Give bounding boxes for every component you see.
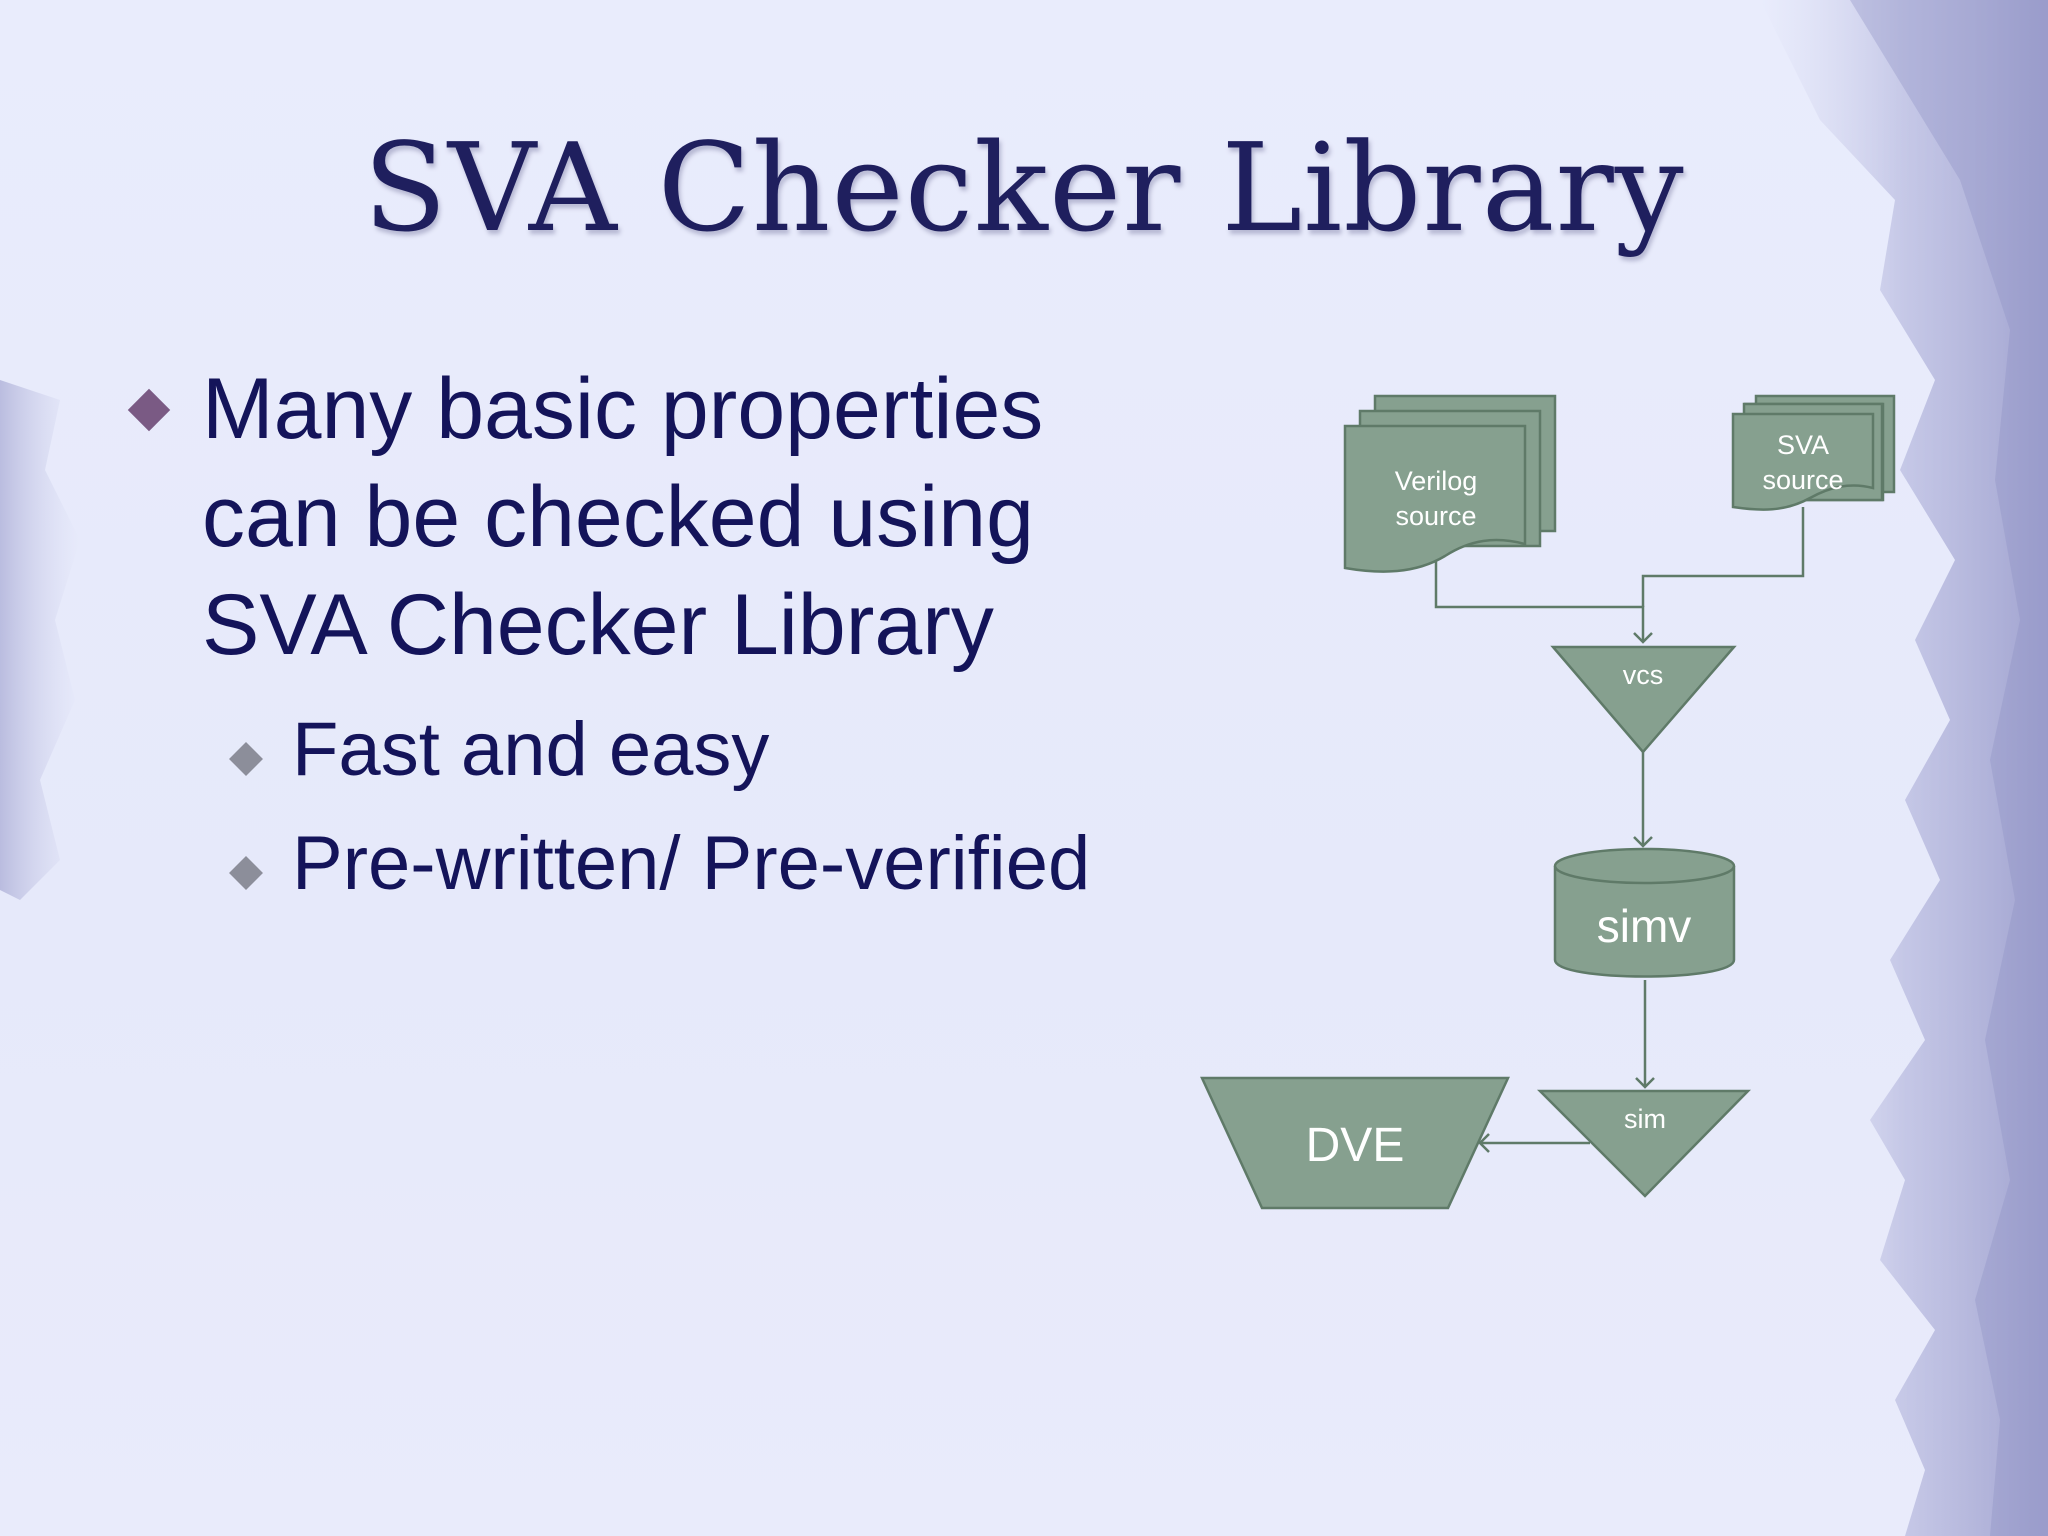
sim-node (1536, 1089, 1751, 1198)
sva-source-label: source (1762, 465, 1843, 495)
connector-lines (1434, 507, 1805, 1153)
verilog-source-label: source (1395, 501, 1476, 531)
bullet-text: Many basic properties can be checked usi… (202, 361, 1044, 673)
sub-bullet-item: Pre-written/ Pre-verified (120, 807, 1200, 921)
sub-bullet-text: Fast and easy (292, 707, 770, 792)
dve-label: DVE (1306, 1119, 1405, 1172)
sub-bullet-group: Fast and easy Pre-written/ Pre-verified (120, 693, 1200, 921)
simv-database-node (1553, 847, 1736, 978)
sva-source-node (1731, 394, 1896, 511)
bullet-item: Many basic properties can be checked usi… (120, 355, 1200, 679)
dve-node (1200, 1076, 1510, 1210)
bullet-list: Many basic properties can be checked usi… (120, 355, 1200, 921)
sub-bullet-item: Fast and easy (120, 693, 1200, 807)
vcs-compile-node (1550, 645, 1737, 754)
sim-label: sim (1624, 1104, 1666, 1134)
sub-bullet-text: Pre-written/ Pre-verified (292, 821, 1091, 906)
sva-source-label: SVA (1777, 430, 1829, 460)
slide-title: SVA Checker Library (363, 117, 1685, 259)
vcs-label: vcs (1623, 660, 1664, 690)
verilog-source-label: Verilog (1395, 466, 1478, 496)
simv-label: simv (1597, 900, 1692, 952)
verilog-source-node (1343, 394, 1557, 573)
